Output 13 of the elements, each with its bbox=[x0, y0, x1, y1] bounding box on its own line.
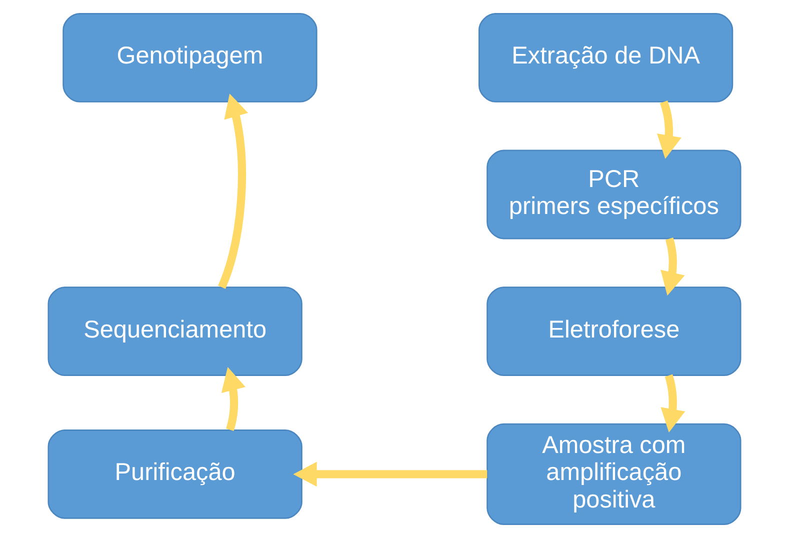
node-box: Sequenciamento bbox=[48, 286, 302, 376]
arrow bbox=[656, 100, 682, 159]
node-box: Purificação bbox=[48, 430, 302, 519]
arrow bbox=[293, 462, 488, 487]
arrow bbox=[218, 94, 248, 289]
node-box: Extração de DNA bbox=[478, 13, 734, 102]
arrow bbox=[221, 367, 246, 431]
arrow bbox=[660, 374, 686, 433]
node-box: Amostra com amplificação positiva bbox=[486, 423, 742, 525]
arrow bbox=[660, 238, 685, 296]
node-box: Eletroforese bbox=[486, 286, 742, 376]
node-box: Genotipagem bbox=[62, 13, 318, 102]
node-box: PCR primers específicos bbox=[486, 150, 742, 240]
